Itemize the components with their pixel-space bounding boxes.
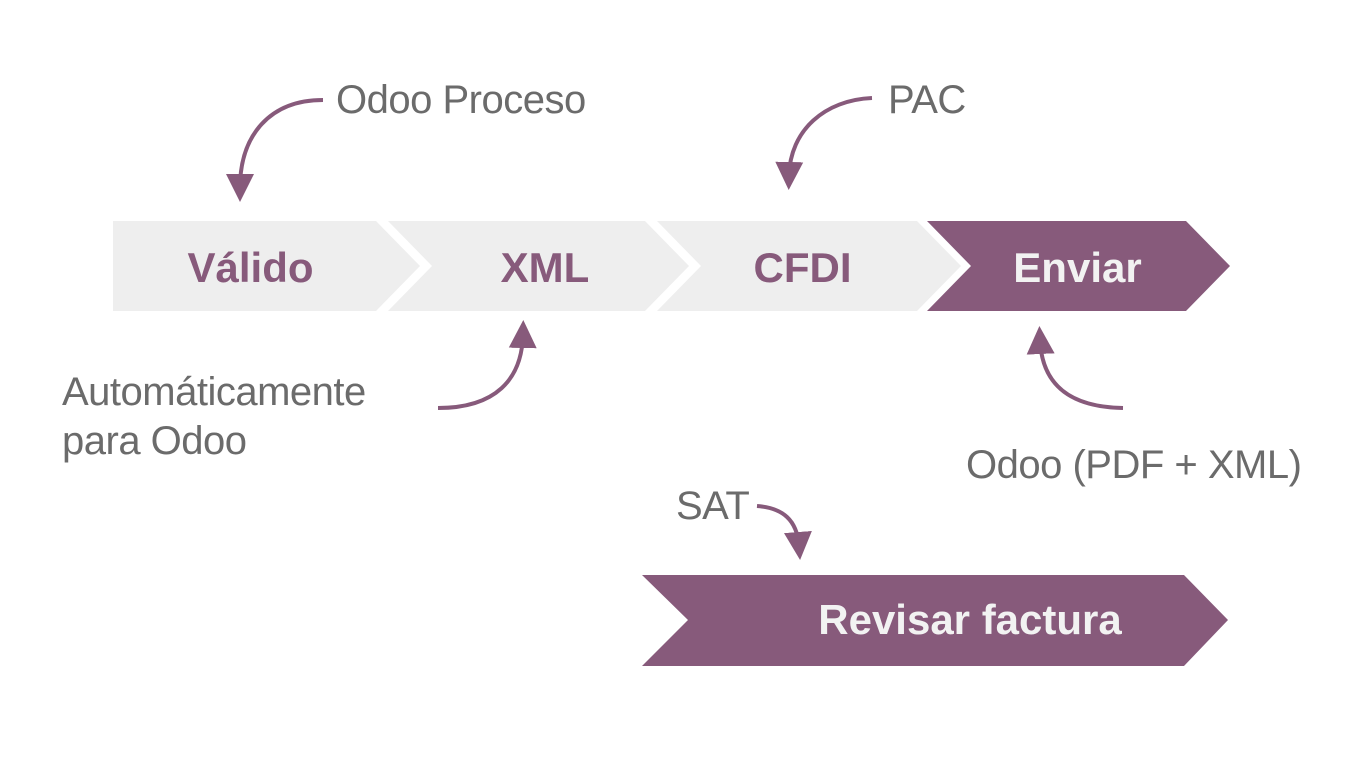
note-sat: SAT xyxy=(676,484,750,528)
note-automaticamente: Automáticamente xyxy=(62,370,366,414)
note-odoo-pdf-xml: Odoo (PDF + XML) xyxy=(966,443,1302,487)
arrow-sat xyxy=(756,504,812,560)
arrow-pac xyxy=(775,96,873,190)
step-shape-revisar-factura xyxy=(642,575,1228,666)
step-label-enviar: Enviar xyxy=(1013,244,1142,291)
note-pac: PAC xyxy=(888,78,966,122)
step-shape-cfdi xyxy=(657,221,961,311)
step-label-valido: Válido xyxy=(187,244,314,291)
note-para-odoo: para Odoo xyxy=(62,419,247,463)
step-label-revisar-factura: Revisar factura xyxy=(818,596,1122,643)
note-odoo-proceso: Odoo Proceso xyxy=(336,78,586,122)
arrow-odoo-pdf-xml xyxy=(1026,326,1124,410)
step-shape-xml xyxy=(388,221,689,311)
step-label-cfdi: CFDI xyxy=(753,244,852,291)
step-shape-enviar xyxy=(927,221,1230,311)
step-label-xml: XML xyxy=(500,244,590,291)
arrow-odoo-proceso xyxy=(226,98,324,202)
arrow-automaticamente xyxy=(437,320,537,410)
step-shape-valido xyxy=(113,221,420,311)
